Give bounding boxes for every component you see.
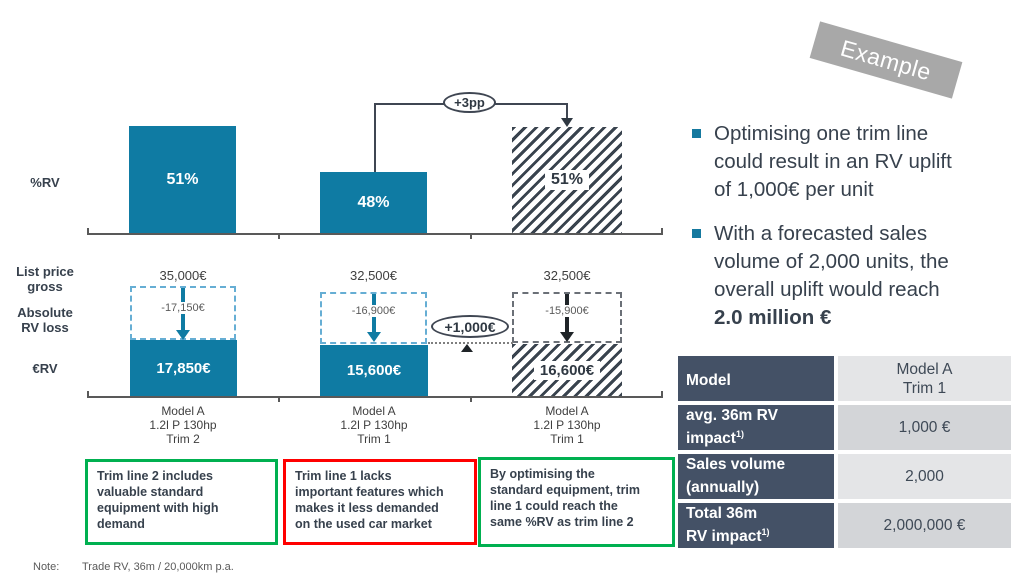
up-arrow-icon [461, 344, 473, 352]
axis-tick [87, 391, 89, 396]
rv-loss-value: -17,150€ [129, 302, 237, 314]
bar-rveur-trim2: 17,850€ [130, 340, 237, 396]
bar-value-label: 17,850€ [156, 359, 211, 377]
rv-loss-box-trim1-optimised [512, 292, 622, 343]
rv-loss-value: -15,900€ [512, 305, 622, 317]
row-label-list-price: List price gross [16, 264, 74, 294]
table-row-label: avg. 36m RV impact1) [678, 405, 834, 450]
bar-rveur-trim1: 15,600€ [320, 345, 428, 396]
table-label-text: avg. 36m RV impact1) [686, 406, 778, 448]
bar-value-label: 51% [166, 170, 199, 188]
row-label-rv-eur: €RV [32, 361, 58, 376]
bar-rvpct-trim1-optimised: 51% [512, 127, 622, 233]
table-row-label: Model [678, 356, 834, 401]
row-label-rv-percent: %RV [30, 175, 60, 190]
table-row-value: 2,000,000 € [838, 503, 1011, 548]
table-row-value: Model A Trim 1 [838, 356, 1011, 401]
column-label-trim2: Model A 1.2l P 130hp Trim 2 [149, 404, 217, 446]
table-row-label: Sales volume (annually) [678, 454, 834, 499]
bullet-text-bold: 2.0 million € [714, 306, 832, 329]
bullet-item: Optimising one trim line could result in… [692, 120, 1022, 204]
down-arrow-icon [560, 332, 574, 342]
row-label-rv-loss: Absolute RV loss [17, 305, 73, 335]
uplift-dotted-line [428, 342, 513, 344]
bullet-square-icon [692, 129, 701, 138]
table-label-text: Sales volume (annually) [686, 455, 786, 497]
bracket-line [566, 103, 568, 118]
axis-tick [470, 397, 472, 402]
bullet-text: With a forecasted sales volume of 2,000 … [714, 220, 949, 332]
bar-rvpct-trim2: 51% [129, 126, 236, 233]
column-label-trim1: Model A 1.2l P 130hp Trim 1 [340, 404, 408, 446]
bracket-line [374, 103, 446, 105]
callout-trim1: Trim line 1 lacks important features whi… [283, 459, 477, 545]
axis-tick [278, 397, 280, 402]
axis-tick [87, 228, 89, 233]
rv-loss-text: -17,150€ [158, 302, 208, 314]
bullet-text: Optimising one trim line could result in… [714, 120, 952, 204]
bullet-text-main: With a forecasted sales volume of 2,000 … [714, 222, 949, 301]
table-row-value: 2,000 [838, 454, 1011, 499]
down-arrow-icon [367, 332, 381, 342]
bullet-text-main: Optimising one trim line could result in… [714, 122, 952, 201]
rv-loss-text: -15,900€ [542, 305, 592, 317]
bar-value-label: 51% [544, 170, 590, 190]
example-banner: Example [809, 21, 963, 99]
bullet-item: With a forecasted sales volume of 2,000 … [692, 220, 1022, 332]
footnote-text: Trade RV, 36m / 20,000km p.a. [82, 561, 234, 573]
list-price-value: 35,000€ [159, 268, 207, 283]
rv-loss-box-trim1 [320, 292, 427, 344]
bar-rvpct-trim1: 48% [320, 172, 427, 233]
callout-trim2: Trim line 2 includes valuable standard e… [85, 459, 278, 545]
impact-table: Model Model A Trim 1 avg. 36m RV impact1… [678, 356, 1011, 548]
axis-rveur [87, 396, 663, 398]
bar-rveur-trim1-optimised: 16,600€ [512, 344, 622, 396]
column-label-trim1-optimised: Model A 1.2l P 130hp Trim 1 [533, 404, 601, 446]
bracket-line [495, 103, 568, 105]
axis-rvpct [87, 233, 663, 235]
bullet-list: Optimising one trim line could result in… [692, 120, 1022, 348]
table-row-value: 1,000 € [838, 405, 1011, 450]
uplift-pp-badge: +3pp [443, 92, 496, 113]
callout-optimised: By optimising the standard equipment, tr… [478, 457, 675, 547]
table-row-label: Total 36m RV impact1) [678, 503, 834, 548]
down-arrow-icon [561, 118, 573, 127]
axis-tick [661, 391, 663, 396]
bar-value-label: 48% [357, 193, 390, 211]
down-arrow-icon [176, 330, 190, 340]
table-label-text: Total 36m RV impact1) [686, 504, 770, 546]
rv-loss-text: -16,900€ [348, 305, 399, 317]
axis-tick [470, 234, 472, 239]
bar-value-label: 15,600€ [346, 362, 402, 379]
axis-tick [278, 234, 280, 239]
list-price-value: 32,500€ [350, 268, 397, 283]
bracket-line [374, 103, 376, 172]
footnote: Note: Trade RV, 36m / 20,000km p.a. [33, 561, 234, 573]
bullet-square-icon [692, 229, 701, 238]
bar-value-label: 16,600€ [533, 360, 601, 380]
table-label-text: Model [686, 372, 731, 390]
list-price-value: 32,500€ [543, 268, 591, 283]
rv-loss-value: -16,900€ [320, 305, 427, 317]
uplift-eur-badge: +1,000€ [431, 315, 509, 338]
footnote-label: Note: [33, 561, 60, 573]
axis-tick [661, 228, 663, 233]
